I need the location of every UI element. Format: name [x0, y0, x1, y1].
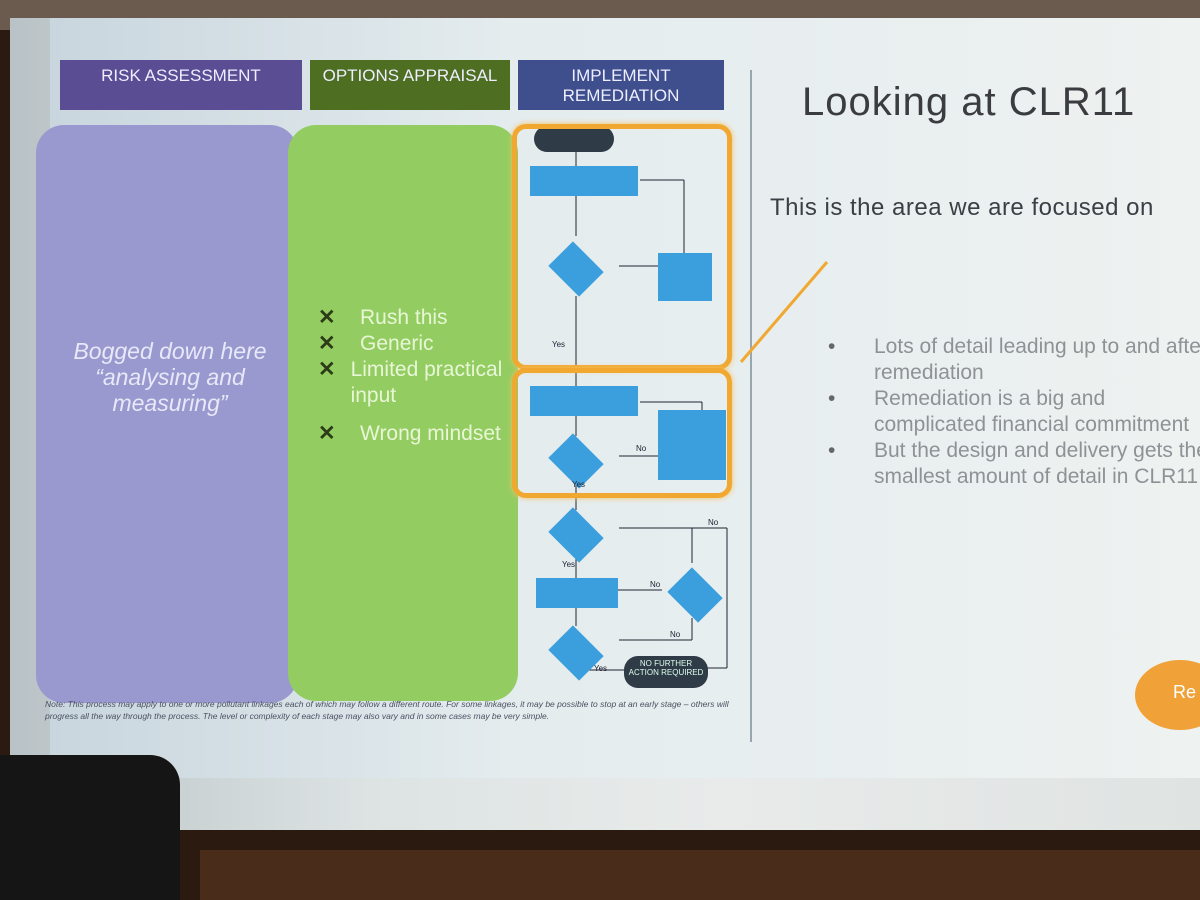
options-column [288, 125, 518, 701]
options-item: ✕ Wrong mindset [318, 421, 508, 447]
options-item-text: Generic [360, 332, 434, 355]
chair-silhouette [0, 755, 180, 900]
highlight-box-bottom [512, 368, 732, 498]
bullet-item: •But the design and delivery gets the sm… [828, 438, 1200, 490]
next-button-label: Re [1173, 682, 1197, 702]
header-implement-remediation: IMPLEMENT REMEDIATION [518, 60, 724, 110]
header-options-appraisal: OPTIONS APPRAISAL [310, 60, 510, 110]
flowchart-connectors [575, 150, 728, 671]
slide-footnote: Note: This process may apply to one or m… [45, 699, 729, 721]
flow-no-label: No [708, 518, 719, 527]
bullet-text: Remediation is a big and complicated fin… [874, 387, 1190, 436]
flow-decision [533, 506, 619, 563]
risk-column-text: Bogged down here “analysing and measurin… [73, 338, 267, 416]
highlight-box-top [512, 124, 732, 370]
bullet-text: Lots of detail leading up to and after r… [874, 335, 1200, 384]
flow-box [658, 253, 712, 301]
slide-divider [750, 70, 752, 742]
floor [0, 830, 1200, 900]
cross-icon: ✕ [318, 358, 336, 381]
slide-title: Looking at CLR11 [802, 80, 1136, 124]
flow-no-label: No [650, 580, 661, 589]
cross-icon: ✕ [318, 422, 336, 445]
bullet-item: •Remediation is a big and complicated fi… [828, 387, 1190, 436]
flow-box [530, 386, 638, 416]
flow-yes-label: Yes [552, 340, 566, 349]
focus-callout: This is the area we are focused on [770, 194, 1154, 221]
flow-yes-label: Yes [562, 560, 576, 569]
flow-no-label: No [670, 630, 681, 639]
flow-box [658, 410, 726, 480]
flow-start [534, 126, 614, 152]
callout-arrow-icon [739, 261, 829, 363]
flow-end-terminal: NO FURTHER ACTION REQUIRED [624, 656, 708, 688]
options-item: ✕ Generic [318, 331, 508, 357]
risk-column [36, 125, 298, 703]
cross-icon: ✕ [318, 306, 336, 329]
options-item-text: Wrong mindset [360, 422, 501, 445]
options-item: ✕ Limited practical input [318, 357, 508, 409]
options-item-text: Rush this [360, 306, 448, 329]
next-button[interactable]: Re [1135, 660, 1200, 730]
remediation-flowchart: Yes No Yes No Yes No No Yes NO FURTHER A… [512, 118, 744, 690]
flow-box [530, 166, 638, 196]
bullet-list: •Lots of detail leading up to and after … [828, 334, 1200, 490]
header-risk-assessment: RISK ASSESSMENT [60, 60, 302, 110]
flow-decision [652, 566, 738, 623]
bullet-text: But the design and delivery gets the sma… [874, 439, 1200, 488]
flow-box [536, 578, 618, 608]
stage-edge [200, 850, 1200, 900]
flow-yes-label: Yes [572, 480, 586, 489]
options-list: ✕ Rush this ✕ Generic ✕ Limited practica… [318, 305, 508, 447]
cross-icon: ✕ [318, 332, 336, 355]
options-item: ✕ Rush this [318, 305, 508, 331]
flow-yes-label: Yes [594, 664, 608, 673]
options-item-text: Limited practical input [350, 358, 503, 407]
bullet-item: •Lots of detail leading up to and after … [828, 334, 1200, 386]
flow-no-label: No [636, 444, 647, 453]
